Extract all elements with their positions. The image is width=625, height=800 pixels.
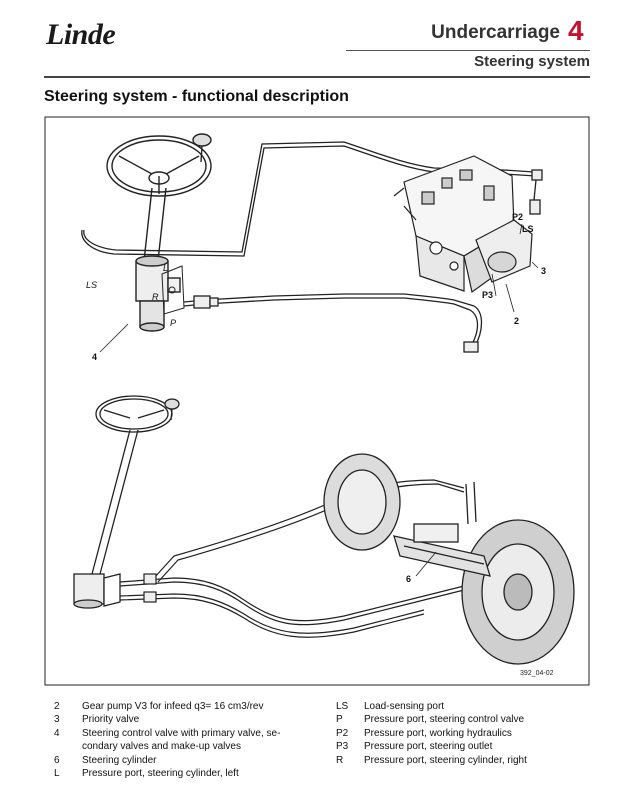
legend-code: 3: [54, 714, 60, 726]
legend-row: 4 Steering control valve with primary va…: [54, 727, 324, 740]
callout-r: R: [152, 292, 159, 302]
legend-code: P: [336, 714, 343, 726]
callout-p: P: [170, 318, 176, 328]
steer-axle: [323, 453, 575, 665]
chapter-title: Undercarriage: [431, 22, 560, 43]
callout-ls-unit: LS: [86, 280, 97, 290]
callout-4: 4: [92, 352, 97, 362]
legend-text: Pressure port, steering cylinder, left: [82, 768, 239, 780]
steering-system-illustration: P2 LS 3 P3 2 L R P LS 4 6: [44, 116, 590, 686]
port-bracket: [161, 265, 185, 315]
legend-row: P3 Pressure port, steering outlet: [336, 740, 586, 753]
page-heading: Steering system - functional description: [44, 88, 349, 105]
legend-left: 2 Gear pump V3 for infeed q3= 16 cm3/rev…: [54, 700, 324, 780]
legend-code: R: [336, 754, 344, 766]
legend-code: 4: [54, 727, 60, 739]
callout-l: L: [163, 263, 168, 273]
legend-text: Load-sensing port: [364, 701, 445, 712]
legend-code: LS: [336, 701, 349, 712]
steering-wheel-top: [106, 133, 212, 197]
callout-2: 2: [514, 316, 519, 326]
legend-text: Pressure port, steering outlet: [364, 741, 493, 753]
callout-3: 3: [541, 266, 546, 276]
legend-code: [54, 740, 82, 753]
header-divider: [346, 50, 590, 51]
hydraulic-lines-top: [81, 141, 543, 353]
heading-divider: [44, 76, 590, 78]
legend-text: Gear pump V3 for infeed q3= 16 cm3/rev: [82, 701, 264, 712]
callout-ls-valve: LS: [522, 224, 534, 234]
chapter-number: 4: [568, 15, 584, 46]
callout-6: 6: [406, 574, 411, 584]
legend-code: L: [54, 768, 60, 780]
legend-row: P Pressure port, steering control valve: [336, 713, 586, 726]
figure-reference: 392_04-02: [520, 670, 554, 677]
legend-text: Pressure port, steering cylinder, right: [364, 754, 527, 766]
callout-p3: P3: [482, 290, 493, 300]
legend-code: P3: [336, 741, 349, 753]
pump-priority-valve-block: [393, 155, 533, 294]
legend-row: LS Load-sensing port: [336, 700, 586, 713]
legend-row: condary valves and make-up valves: [54, 740, 324, 753]
legend-text: Priority valve: [82, 714, 140, 726]
legend-code: P2: [336, 727, 349, 739]
linde-logo: Linde: [46, 18, 116, 51]
legend-row: L Pressure port, steering cylinder, left: [54, 767, 324, 780]
legend-code: 6: [54, 754, 60, 766]
legend-text: Steering control valve with primary valv…: [82, 727, 281, 739]
legend-text: Pressure port, steering control valve: [364, 714, 525, 726]
section-title: Steering system: [474, 53, 590, 70]
legend-code: 2: [54, 701, 60, 712]
callout-p2: P2: [512, 212, 523, 222]
legend-row: 2 Gear pump V3 for infeed q3= 16 cm3/rev: [54, 700, 324, 713]
legend-text: condary valves and make-up valves: [82, 741, 241, 753]
legend-row: P2 Pressure port, working hydraulics: [336, 727, 586, 740]
steering-wheel-bottom: [73, 395, 180, 609]
legend-row: R Pressure port, steering cylinder, righ…: [336, 754, 586, 767]
legend-text: Steering cylinder: [82, 754, 157, 766]
legend-row: 3 Priority valve: [54, 713, 324, 726]
steering-column-top: [135, 187, 181, 332]
legend-row: 6 Steering cylinder: [54, 754, 324, 767]
legend-right: LS Load-sensing port P Pressure port, st…: [336, 700, 586, 767]
legend-text: Pressure port, working hydraulics: [364, 727, 512, 739]
